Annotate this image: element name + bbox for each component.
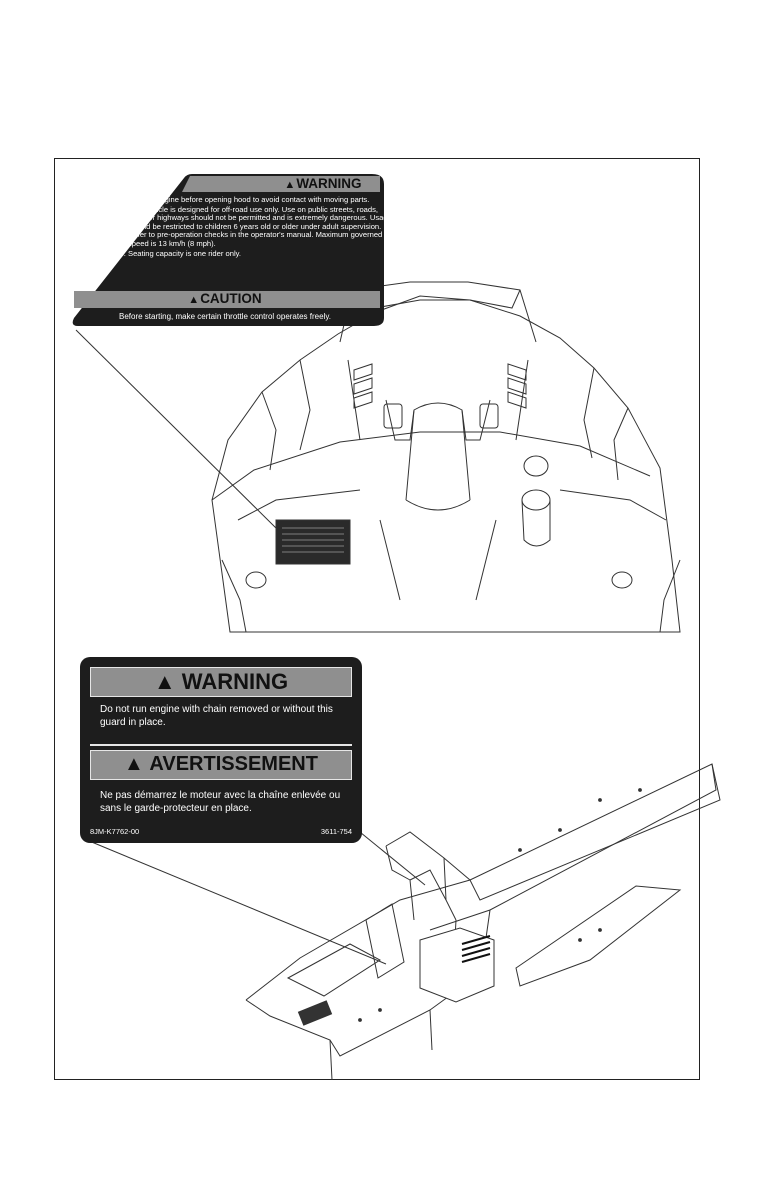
part-number-left: 8JM-K7762-00	[90, 827, 140, 836]
hood-warning-decal: ▲WARNING Shut off engine before opening …	[72, 174, 392, 326]
decal-divider	[90, 744, 352, 746]
leader-line-chain	[81, 837, 387, 965]
warning-triangle-icon: ▲	[153, 669, 176, 694]
decal-shape	[72, 174, 385, 326]
leader-line-hood	[75, 329, 281, 533]
chain-guard-decal: ▲ WARNING Do not run engine with chain r…	[80, 657, 362, 843]
warning-item: Seating capacity is one rider only.	[128, 249, 398, 259]
warning-header: ▲WARNING	[284, 176, 362, 191]
part-number-right: 3611-754	[320, 827, 352, 836]
frame-chain-guard-drawing	[245, 763, 721, 1081]
caution-text: Before starting, make certain throttle c…	[119, 312, 331, 321]
warning-band: ▲ WARNING	[90, 667, 352, 697]
warning-list: Shut off engine before opening hood to a…	[118, 195, 398, 259]
warning-item: Shut off engine before opening hood to a…	[128, 195, 398, 205]
hood-body-drawing	[211, 281, 681, 633]
avertissement-text: Ne pas démarrez le moteur avec la chaîne…	[100, 790, 341, 814]
figure-frame	[54, 158, 700, 1080]
warning-triangle-icon: ▲	[188, 294, 200, 306]
caution-header: ▲CAUTION	[188, 291, 262, 306]
warning-text: Do not run engine with chain removed or …	[100, 704, 333, 728]
warning-triangle-icon: ▲	[284, 179, 296, 191]
warning-item: This vehicle is designed for off-road us…	[128, 205, 398, 249]
avertissement-band: ▲ AVERTISSEMENT	[90, 750, 352, 780]
warning-triangle-icon: ▲	[124, 753, 144, 775]
